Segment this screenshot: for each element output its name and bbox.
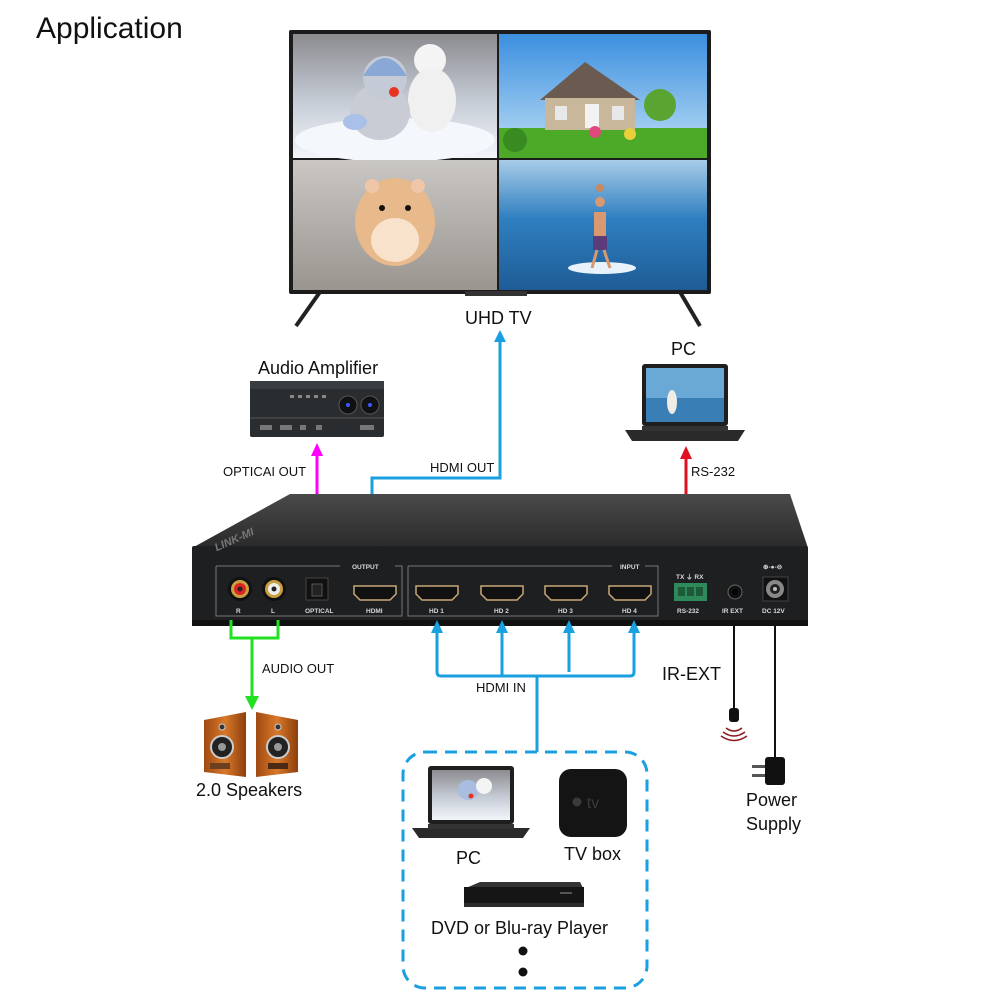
port-label-hd3: HD 3 xyxy=(558,608,573,615)
source-tvbox-label: TV box xyxy=(564,844,622,864)
tv-label: UHD TV xyxy=(465,308,532,328)
port-label-dc: DC 12V xyxy=(762,608,785,615)
optical-out-label: OPTICAI OUT xyxy=(223,464,307,479)
hdmi-port-hd4 xyxy=(608,585,652,601)
tv-screen-house xyxy=(499,34,707,158)
pc-top-label: PC xyxy=(671,339,697,359)
output-group-label: OUTPUT xyxy=(352,564,379,571)
port-label-ir-ext: IR EXT xyxy=(722,608,743,615)
rs232-label: RS-232 xyxy=(691,464,736,479)
uhd-tv xyxy=(289,30,711,328)
hdmi-in-arrows xyxy=(431,620,640,633)
port-label-hdmi: HDMI xyxy=(366,608,383,615)
hdmi-port-hd2 xyxy=(480,585,524,601)
source-tvbox-image: tv xyxy=(559,769,627,837)
tvbox-logo: tv xyxy=(587,795,599,812)
port-label-r: R xyxy=(236,608,241,615)
audio-out-label: AUDIO OUT xyxy=(262,661,335,676)
port-label-hd4: HD 4 xyxy=(622,608,637,615)
hdmi-out-arrow xyxy=(494,330,506,342)
power-label-line1: Power xyxy=(746,790,798,810)
source-pc-image xyxy=(412,766,530,838)
tv-screen-hamster xyxy=(293,160,497,290)
ir-sensor-icon xyxy=(720,708,748,742)
hdmi-out-label: HDMI OUT xyxy=(430,460,495,475)
ir-ext-label: IR-EXT xyxy=(662,664,722,684)
source-pc-label: PC xyxy=(456,848,482,868)
hdmi-in-lines xyxy=(435,630,636,752)
power-label-line2: Supply xyxy=(746,814,802,834)
more-dot-1 xyxy=(518,946,528,956)
speakers-label: 2.0 Speakers xyxy=(196,780,303,800)
sources-group-border xyxy=(401,750,649,990)
source-dvd-label: DVD or Blu-ray Player xyxy=(431,918,609,938)
optical-out-arrow xyxy=(311,443,323,456)
audio-out-lines xyxy=(229,620,280,640)
speakers-image xyxy=(204,712,298,777)
port-label-hd2: HD 2 xyxy=(494,608,509,615)
pc-laptop-image xyxy=(625,364,745,441)
port-label-rs232-pins: TX ⏚ RX xyxy=(676,573,704,581)
input-group-label: INPUT xyxy=(620,564,640,571)
hdmi-port-hd3 xyxy=(544,585,588,601)
page-title: Application xyxy=(36,12,183,45)
tv-screen-surfer xyxy=(499,160,707,290)
port-label-optical: OPTICAL xyxy=(305,608,334,615)
power-adapter-icon xyxy=(752,757,785,785)
hdmi-in-label: HDMI IN xyxy=(476,680,526,695)
port-label-l: L xyxy=(271,608,275,615)
tv-screen-snowman xyxy=(293,34,497,162)
port-label-polarity: ⊕-●-⊖ xyxy=(763,564,783,571)
audio-out-arrow xyxy=(245,696,259,710)
audio-amplifier-image xyxy=(250,381,384,437)
hdmi-port-out xyxy=(353,585,397,601)
hdmi-port-hd1 xyxy=(415,585,459,601)
more-dot-2 xyxy=(518,967,528,977)
input-group-border xyxy=(407,565,659,617)
port-label-hd1: HD 1 xyxy=(429,608,444,615)
amplifier-label: Audio Amplifier xyxy=(258,358,379,378)
output-group-border xyxy=(215,565,403,617)
switcher-device: LINK-MI OUTPUT INPUT xyxy=(192,494,808,626)
source-dvd-image xyxy=(464,882,584,907)
rs232-arrow xyxy=(680,446,692,459)
port-label-rs232: RS-232 xyxy=(677,608,699,615)
